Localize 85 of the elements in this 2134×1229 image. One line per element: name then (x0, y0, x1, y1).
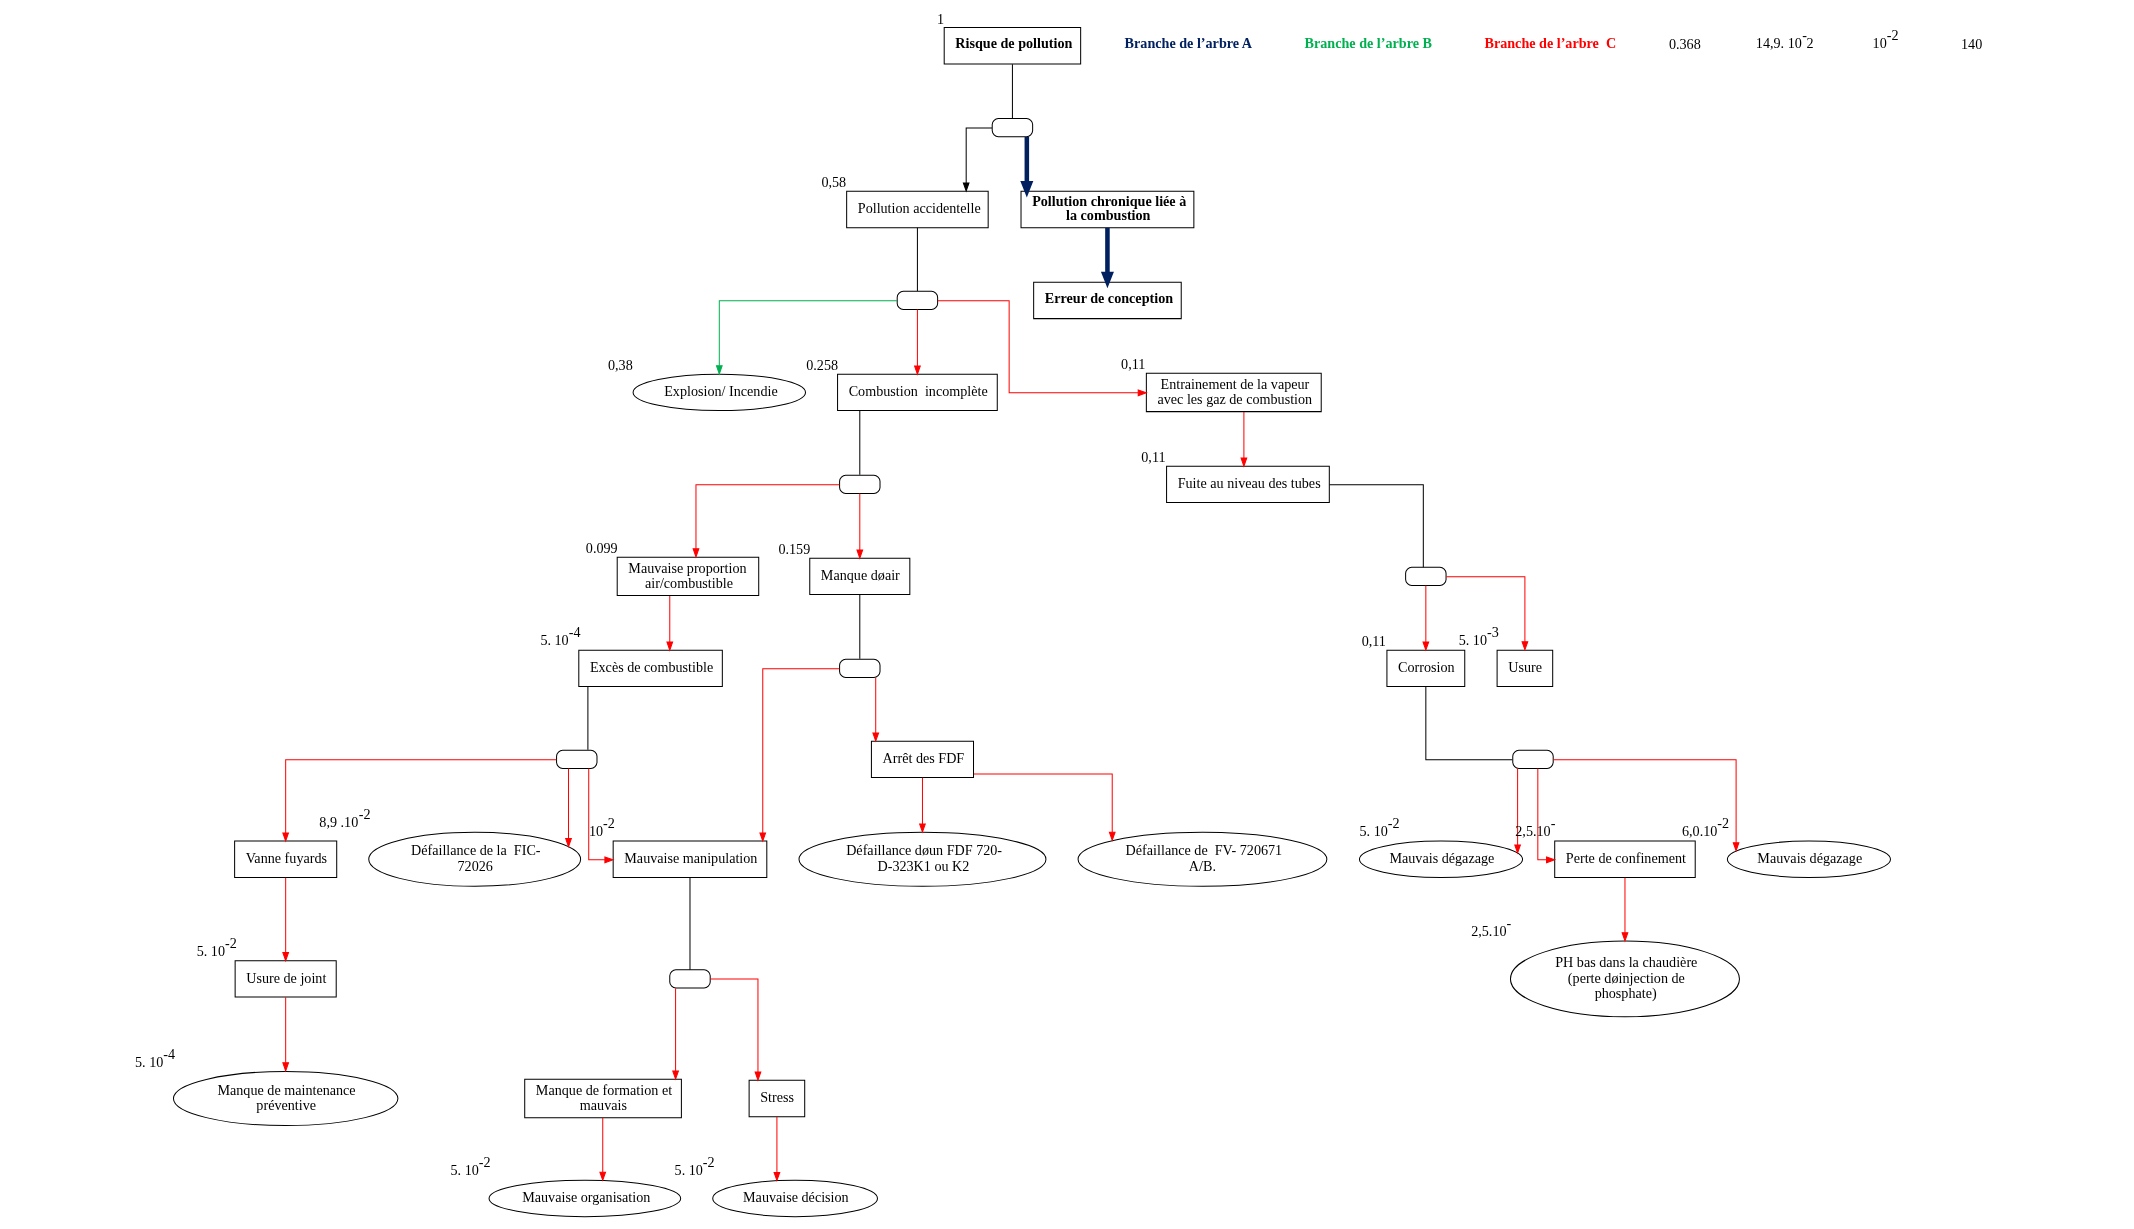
node-ellipse: Manque de maintenance préventive (172, 1070, 399, 1127)
arrow (282, 759, 557, 843)
node-box: Combustion incomplète (837, 373, 998, 412)
node-ellipse: Mauvaise organisation (488, 1179, 682, 1218)
node-label: 1 (937, 10, 945, 27)
arrow (588, 768, 615, 864)
node-ellipse: Mauvaise décision (712, 1179, 878, 1218)
arrow (973, 773, 1116, 842)
node-box: Corrosion (1386, 649, 1466, 688)
label: 140 (1961, 36, 1983, 53)
arrow (282, 877, 290, 963)
node-gate (839, 658, 881, 678)
label: Branche de l’arbre C (1484, 35, 1617, 52)
arrow (1422, 585, 1430, 652)
node-label: 0,11 (1121, 356, 1146, 373)
node-box: Mauvaise manipulation (612, 840, 768, 878)
node-gate (669, 969, 711, 989)
node-box: Perte de confinement (1554, 840, 1696, 878)
connector (1011, 63, 1013, 119)
arrow (1100, 227, 1114, 289)
node-label: 0.159 (778, 541, 811, 558)
node-label: 0,38 (607, 357, 633, 374)
node-label: 0,11 (1361, 633, 1386, 650)
arrow (1240, 411, 1248, 468)
arrow (282, 996, 290, 1073)
label: Branche de l’arbre A (1124, 35, 1253, 52)
node-label: 0.258 (806, 357, 839, 374)
node-label: 0,11 (1141, 449, 1166, 466)
node-box: Manque døair (809, 557, 911, 596)
node-box: Arrêt des FDF (870, 740, 974, 779)
connector (689, 877, 691, 971)
arrow (856, 493, 864, 560)
arrow (1020, 137, 1034, 198)
arrow (759, 668, 840, 843)
arrow (564, 768, 573, 849)
node-box: Vanne fuyards (234, 840, 338, 878)
connector (1328, 484, 1424, 568)
node-gate (556, 749, 598, 769)
node-label: 0.099 (585, 540, 618, 557)
connector (587, 686, 589, 751)
node-box: Manque de formation et mauvais (524, 1078, 682, 1119)
arrow (692, 484, 840, 559)
arrow (709, 978, 762, 1082)
node-gate (839, 474, 881, 494)
node-ellipse: PH bas dans la chaudière (perte døinjection de phosphate) (1509, 940, 1740, 1018)
arrow (666, 595, 674, 652)
arrow (1445, 576, 1529, 652)
node-box: Usure (1496, 649, 1554, 688)
node-ellipse: Explosion/ Incendie (632, 373, 806, 412)
arrow (962, 127, 993, 193)
arrow (872, 677, 880, 743)
node-box: Stress (748, 1079, 806, 1118)
label: 0.368 (1668, 36, 1701, 53)
node-box: Pollution accidentelle (846, 190, 989, 229)
node-gate (991, 118, 1034, 138)
node-box: Risque de pollution (943, 27, 1082, 65)
arrow (1537, 768, 1557, 864)
node-box: Excès de combustible (578, 649, 723, 688)
connector (859, 594, 861, 660)
node-label: 0,58 (821, 174, 847, 191)
arrow (715, 300, 898, 376)
arrow (773, 1116, 781, 1183)
node-gate (1512, 749, 1554, 769)
label: Branche de l’arbre B (1304, 35, 1432, 52)
arrow (1621, 877, 1629, 943)
node-box: Mauvaise proportion air/combustible (616, 556, 760, 597)
connector (859, 410, 861, 476)
arrow (672, 987, 680, 1081)
node-gate (896, 290, 939, 311)
node-box: Erreur de conception (1033, 281, 1182, 320)
arrow (1552, 759, 1740, 853)
arrow (918, 777, 926, 834)
arrow (599, 1117, 607, 1182)
node-gate (1405, 566, 1447, 586)
node-box: Pollution chronique liée à la combustion (1020, 190, 1195, 229)
arrow (913, 309, 921, 376)
node-box: Usure de joint (234, 960, 337, 998)
node-ellipse: Défaillance døun FDF 720- D-323K1 ou K2 (798, 831, 1047, 887)
node-ellipse: Défaillance de la FIC- 72026 (368, 831, 582, 887)
node-box: Entrainement de la vapeur avec les gaz de combustion (1145, 372, 1322, 413)
arrow (1514, 768, 1522, 855)
connector (1425, 686, 1513, 761)
connector (916, 227, 918, 292)
node-box: Fuite au niveau des tubes (1166, 465, 1330, 504)
arrow (937, 300, 1148, 397)
